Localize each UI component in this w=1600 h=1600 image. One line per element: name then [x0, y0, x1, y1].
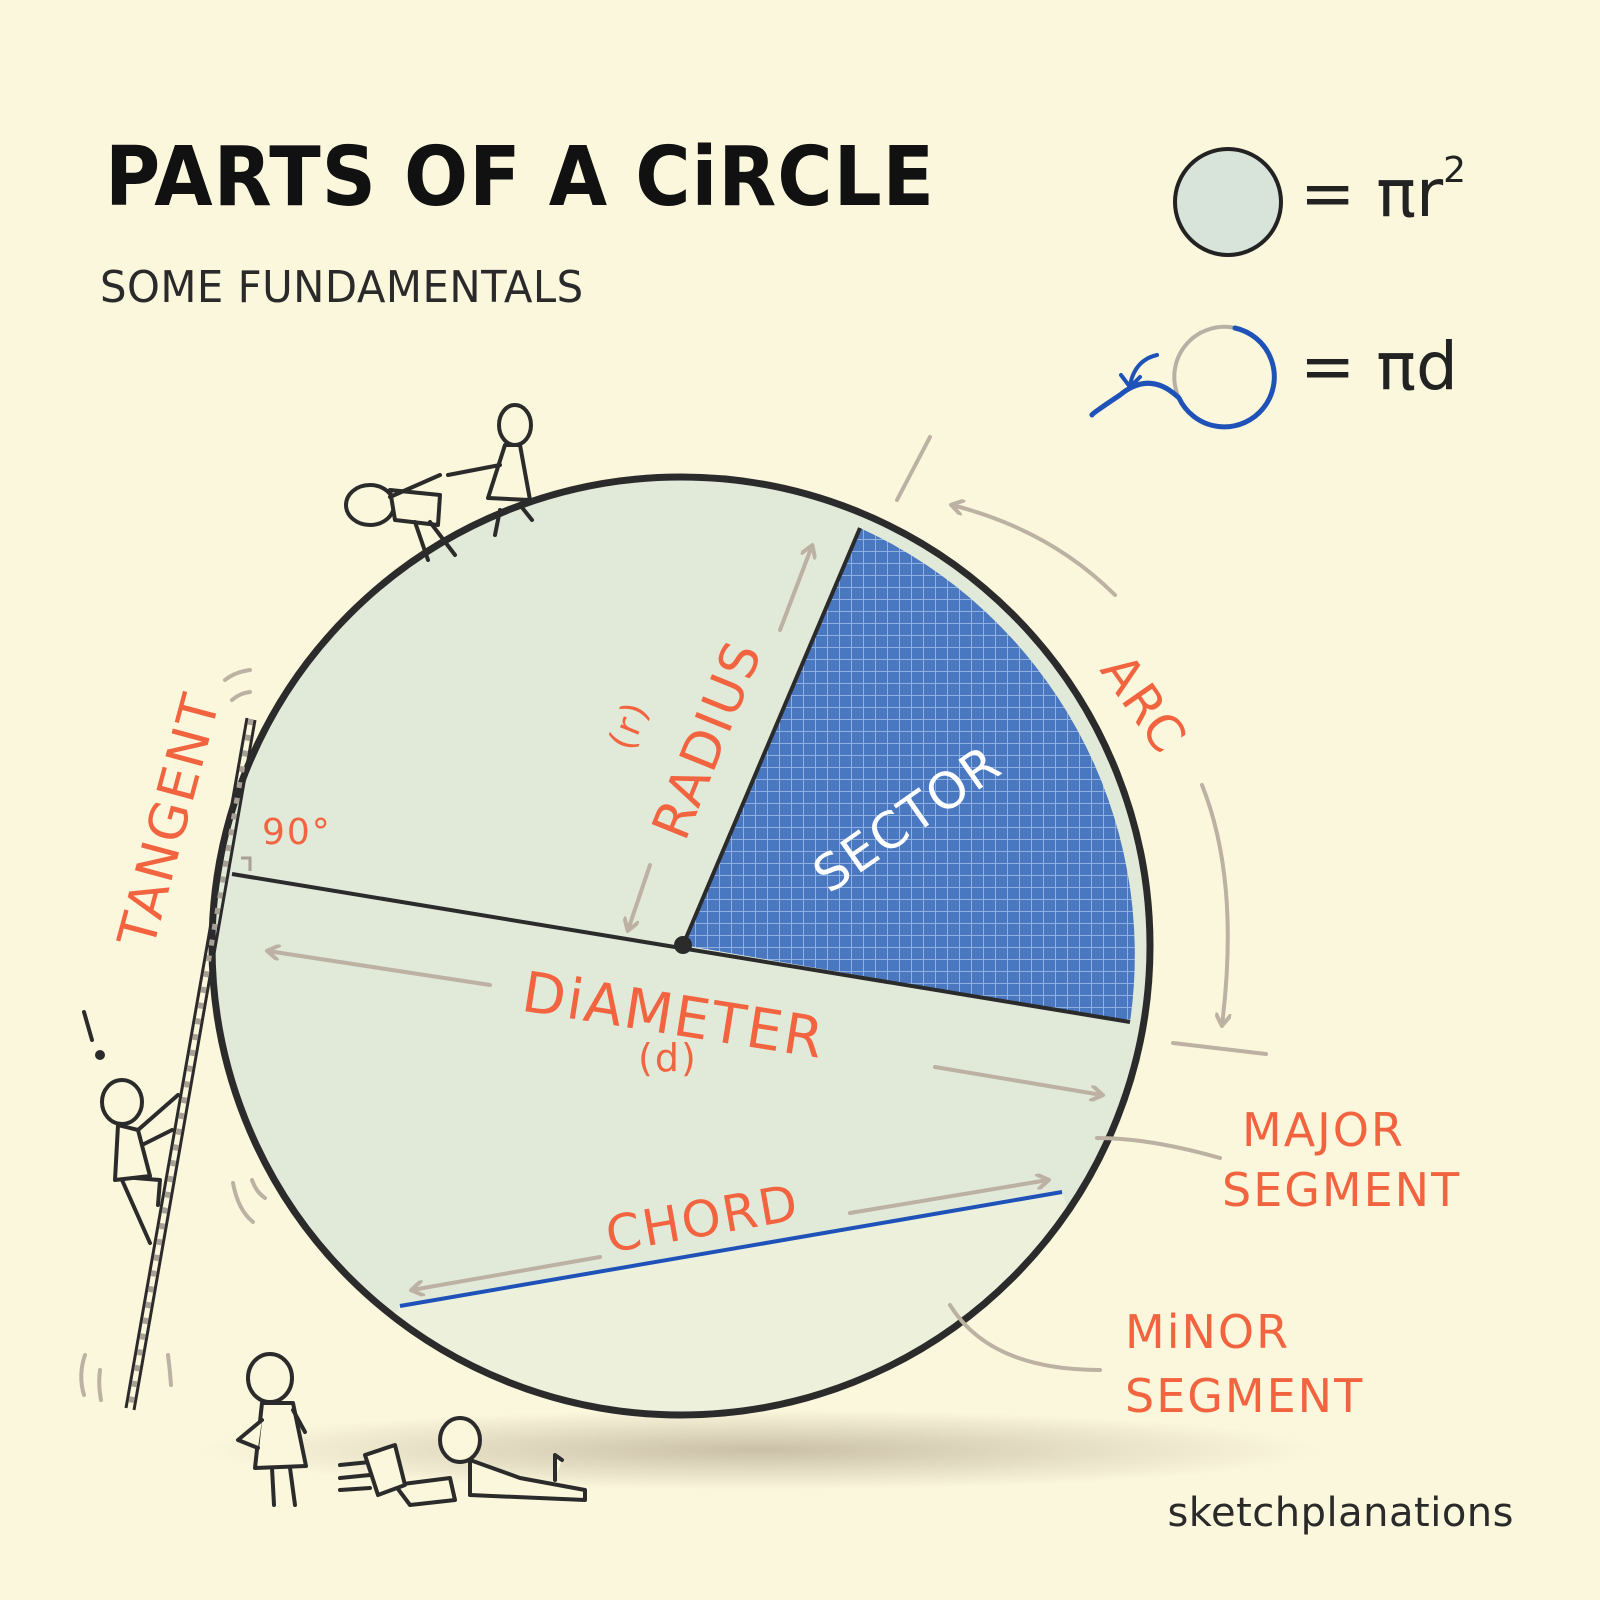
- right-angle-mark: [241, 856, 252, 871]
- exclamation-mark: [82, 1010, 105, 1060]
- area-formula-text: = πr: [1300, 155, 1444, 232]
- unrolled-circle-icon: [1089, 324, 1277, 430]
- area-formula: = πr2: [1300, 150, 1466, 232]
- ladder-tangent: [124, 717, 257, 1411]
- chord-line: [399, 1190, 1063, 1308]
- brand-signature: sketchplanations: [1167, 1490, 1514, 1536]
- major-segment-line2: SEGMENT: [1222, 1163, 1462, 1217]
- filled-circle-icon: [1173, 147, 1283, 257]
- center-dot: [674, 936, 692, 954]
- main-circle: [208, 473, 1154, 1419]
- circumference-formula: = πd: [1300, 328, 1458, 405]
- figure-climbing: [100, 1078, 180, 1245]
- diameter-symbol: (d): [638, 1036, 698, 1080]
- figure-standing: [236, 1352, 308, 1507]
- minor-segment: [212, 1192, 1150, 1415]
- area-formula-exponent: 2: [1443, 150, 1467, 191]
- figure-pulling: [344, 403, 534, 562]
- minor-segment-label: MiNOR SEGMENT: [1125, 1300, 1364, 1428]
- minor-segment-line1: MiNOR: [1125, 1305, 1291, 1359]
- annotation-arrows: [79, 435, 1268, 1402]
- angle-label: 90°: [262, 812, 332, 853]
- major-segment-label: MAJOR SEGMENT: [1222, 1100, 1461, 1220]
- page-title: PARTS OF A CiRCLE: [105, 130, 936, 225]
- minor-segment-line2: SEGMENT: [1125, 1369, 1365, 1423]
- major-segment-line1: MAJOR: [1242, 1103, 1405, 1157]
- sector: [683, 528, 1135, 1022]
- page-subtitle: SOME FUNDAMENTALS: [100, 262, 584, 313]
- figure-reading: [338, 1416, 587, 1507]
- radius-line: [681, 527, 862, 946]
